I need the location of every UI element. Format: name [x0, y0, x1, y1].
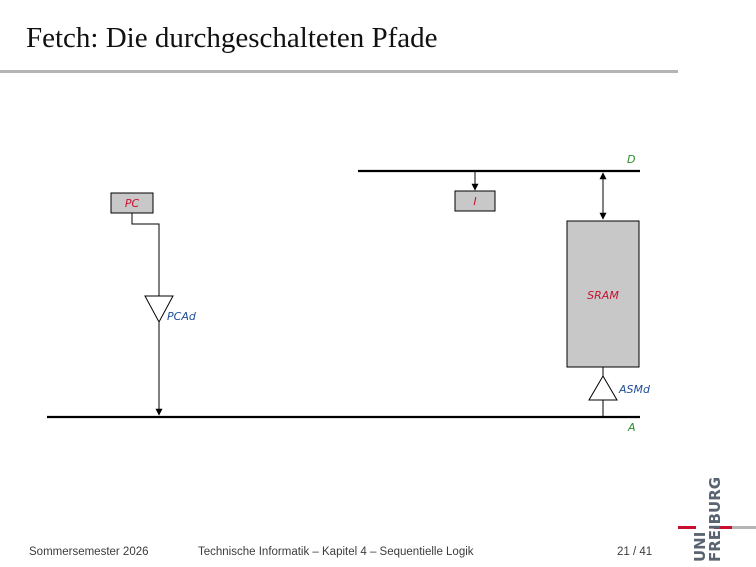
data-bus-label: D	[627, 153, 635, 166]
pc-output-wire	[131, 213, 160, 296]
logo-text-freiburg: FREIBURG	[706, 476, 724, 562]
sram-block	[566, 220, 640, 368]
footer-semester: Sommersemester 2026	[29, 546, 149, 558]
instruction-register	[454, 190, 496, 212]
logo-bar-red-left	[678, 526, 696, 529]
address-bus-label: A	[627, 421, 636, 434]
pc-register-label: PC	[125, 197, 140, 210]
pc-address-driver	[144, 295, 174, 324]
sram-address-driver	[588, 375, 618, 401]
title-divider	[0, 70, 678, 73]
footer-course: Technische Informatik – Kapitel 4 – Sequ…	[198, 546, 474, 558]
sram-address-driver-label: ASMd	[618, 383, 651, 396]
logo-bar-red-right	[714, 526, 732, 529]
instruction-register-label: I	[473, 195, 476, 208]
sram-label: SRAM	[587, 289, 619, 302]
footer-page-number: 21 / 41	[617, 546, 653, 558]
university-logo: UNI FREIBURG	[678, 470, 756, 567]
pc-address-driver-label: PCAd	[167, 310, 197, 323]
slide-title: Fetch: Die durchgeschalteten Pfade	[26, 22, 438, 54]
logo-bar-grey	[732, 526, 756, 529]
